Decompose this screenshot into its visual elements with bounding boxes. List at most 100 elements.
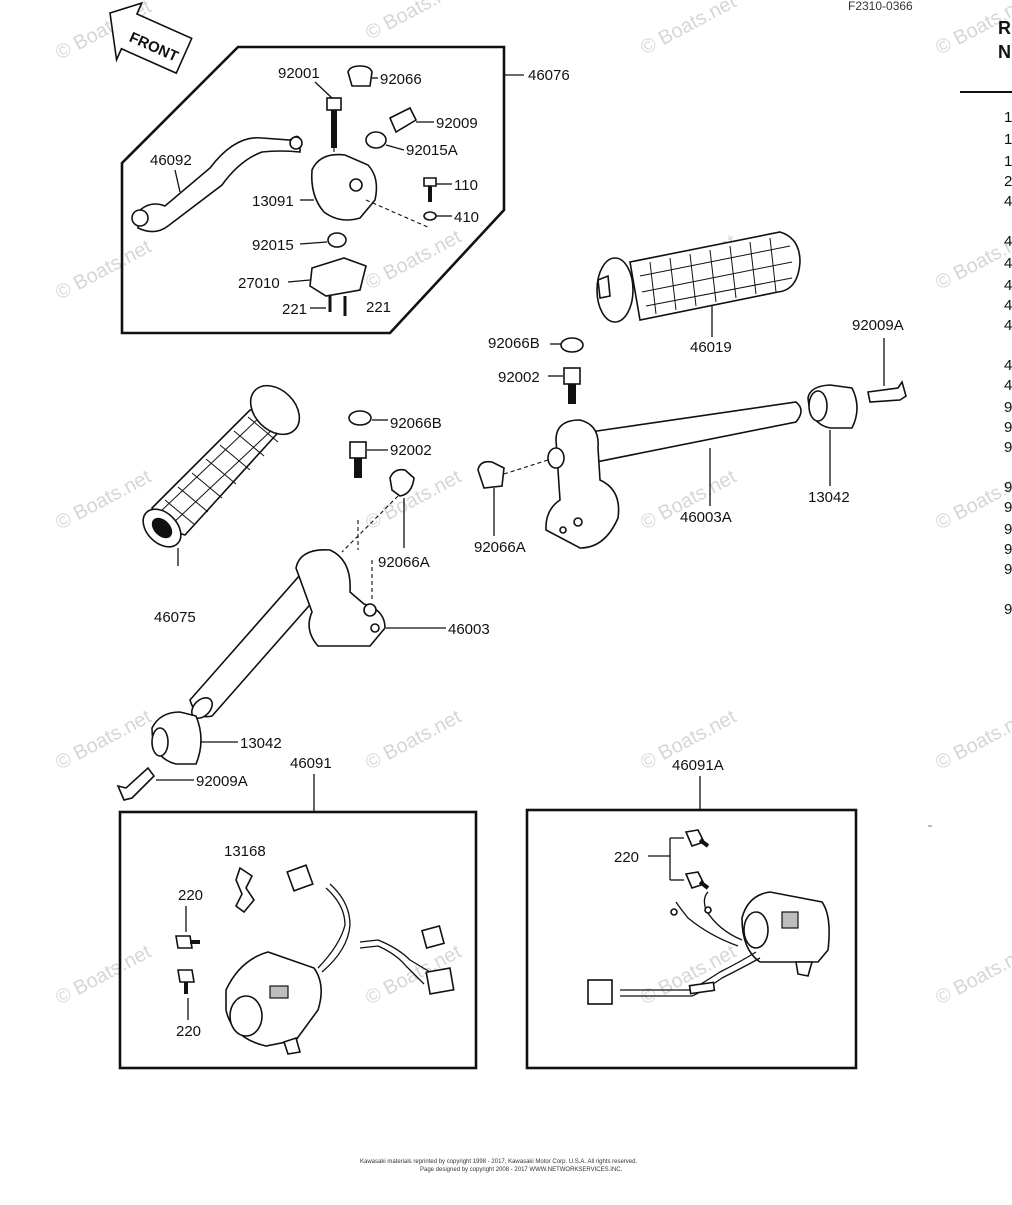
screw-220-d: [684, 871, 706, 889]
side-item: 4: [1004, 255, 1012, 272]
connector: [425, 967, 455, 995]
label-46003: 46003: [448, 621, 490, 638]
clip-13168: [234, 866, 255, 914]
bolt-92002-right-head: [563, 367, 581, 385]
side-item: 9: [1004, 439, 1012, 456]
grip-texture: [159, 414, 279, 526]
screw-220-c-shank: [698, 838, 710, 848]
handlebar-clamp: [545, 419, 620, 549]
label-92009A-left: 92009A: [196, 773, 248, 790]
plug-92066: [347, 65, 373, 87]
grip-texture: [639, 237, 793, 315]
front-arrow-shape: [109, 1, 193, 75]
side-item: 9: [1004, 499, 1012, 516]
side-item: 9: [1004, 399, 1012, 416]
screw-220-b: [177, 969, 195, 983]
throttle-grip-46019: 46019: [596, 231, 801, 356]
watermark-text: © Boats.net: [362, 706, 465, 775]
footer-page-design: Page designed by copyright 2008 - 2017 W…: [420, 1167, 623, 1173]
watermark-text: © Boats.net: [932, 706, 1012, 775]
wire-sleeve: [688, 981, 716, 995]
label-92002-right: 92002: [498, 369, 540, 386]
side-item: 4: [1004, 357, 1012, 374]
bolt-92002-left-head: [349, 441, 367, 459]
label-46003A: 46003A: [680, 509, 732, 526]
label-110: 110: [454, 177, 478, 194]
connector: [587, 979, 613, 1005]
label-92002-left: 92002: [390, 442, 432, 459]
nut-92015A: [365, 131, 387, 149]
side-item: 4: [1004, 297, 1012, 314]
label-46092: 46092: [150, 152, 192, 169]
label-221-right: 221: [366, 299, 391, 316]
label-92066: 92066: [380, 71, 422, 88]
side-item: 9: [1004, 419, 1012, 436]
label-46076: 46076: [528, 67, 570, 84]
leader-line: [287, 279, 311, 283]
screw-92009A-left: [116, 766, 156, 801]
lever-tip: [131, 209, 149, 227]
label-92066B-right: 92066B: [488, 335, 540, 352]
side-item: 4: [1004, 277, 1012, 294]
holder-hole: [349, 178, 363, 192]
watermark-text: © Boats.net: [932, 466, 1012, 535]
label-46075: 46075: [154, 609, 196, 626]
assembly-line: [365, 199, 431, 229]
side-item: 9: [1004, 479, 1012, 496]
side-item: 4: [1004, 233, 1012, 250]
screw-92009: [388, 106, 418, 134]
label-410: 410: [454, 209, 479, 226]
label-92015A: 92015A: [406, 142, 458, 159]
leader-line: [314, 81, 333, 99]
wire-harness: [620, 957, 761, 997]
label-13168: 13168: [224, 843, 266, 860]
wire-terminal: [704, 906, 712, 914]
screw-220-a: [175, 935, 193, 949]
connector: [420, 924, 446, 950]
label-92066B-left: 92066B: [390, 415, 442, 432]
screw-220-d-shank: [698, 880, 710, 890]
switch-assembly-46091: 46091 13168 220 220: [118, 755, 478, 1070]
leader-line: [174, 169, 181, 193]
screw-110: [423, 177, 437, 187]
clamp-hole: [547, 447, 565, 469]
lever-assembly-46076: 92001 92066 46076 92009 92015A 46092 110…: [120, 45, 570, 335]
clamp-bolt-hole: [573, 517, 583, 527]
side-item: 2: [1004, 173, 1012, 190]
watermark-text: © Boats.net: [932, 941, 1012, 1010]
label-13042-left: 13042: [240, 735, 282, 752]
plug-92066A-right: [477, 460, 505, 489]
wire-terminal: [670, 908, 678, 916]
wire-harness: [359, 945, 425, 985]
label-92009A-right: 92009A: [852, 317, 904, 334]
left-grip-46075: 46075: [142, 384, 301, 626]
watermark-text: © Boats.net: [362, 0, 465, 44]
nut-92015: [327, 232, 347, 248]
label-220-right: 220: [614, 849, 639, 866]
watermark-text: © Boats.net: [637, 941, 740, 1010]
cap-92066B-left: [348, 410, 372, 426]
assembly-line: [341, 495, 399, 553]
label-220-upper: 220: [178, 887, 203, 904]
side-item: 1: [1004, 131, 1012, 148]
screw-220-c: [684, 829, 706, 847]
bar-end-face: [808, 390, 828, 422]
side-item: 9: [1004, 601, 1012, 618]
grip-flange: [596, 257, 634, 323]
brake-lever: [137, 135, 301, 233]
footer-copyright: Kawasaki materials reprinted by copyrigh…: [360, 1159, 637, 1165]
side-item: 1: [1004, 153, 1012, 170]
bar-end-face: [151, 727, 169, 757]
wire-harness: [321, 883, 351, 973]
assembly-line: [503, 459, 549, 475]
side-item: 4: [1004, 193, 1012, 210]
label-220-lower: 220: [176, 1023, 201, 1040]
watermark-text: © Boats.net: [637, 0, 740, 59]
watermark-text: © Boats.net: [362, 466, 465, 535]
label-92066A-right: 92066A: [474, 539, 526, 556]
label-46019: 46019: [690, 339, 732, 356]
watermark-text: © Boats.net: [52, 466, 155, 535]
leader-line: [299, 241, 328, 245]
watermark-text: © Boats.net: [52, 706, 155, 775]
